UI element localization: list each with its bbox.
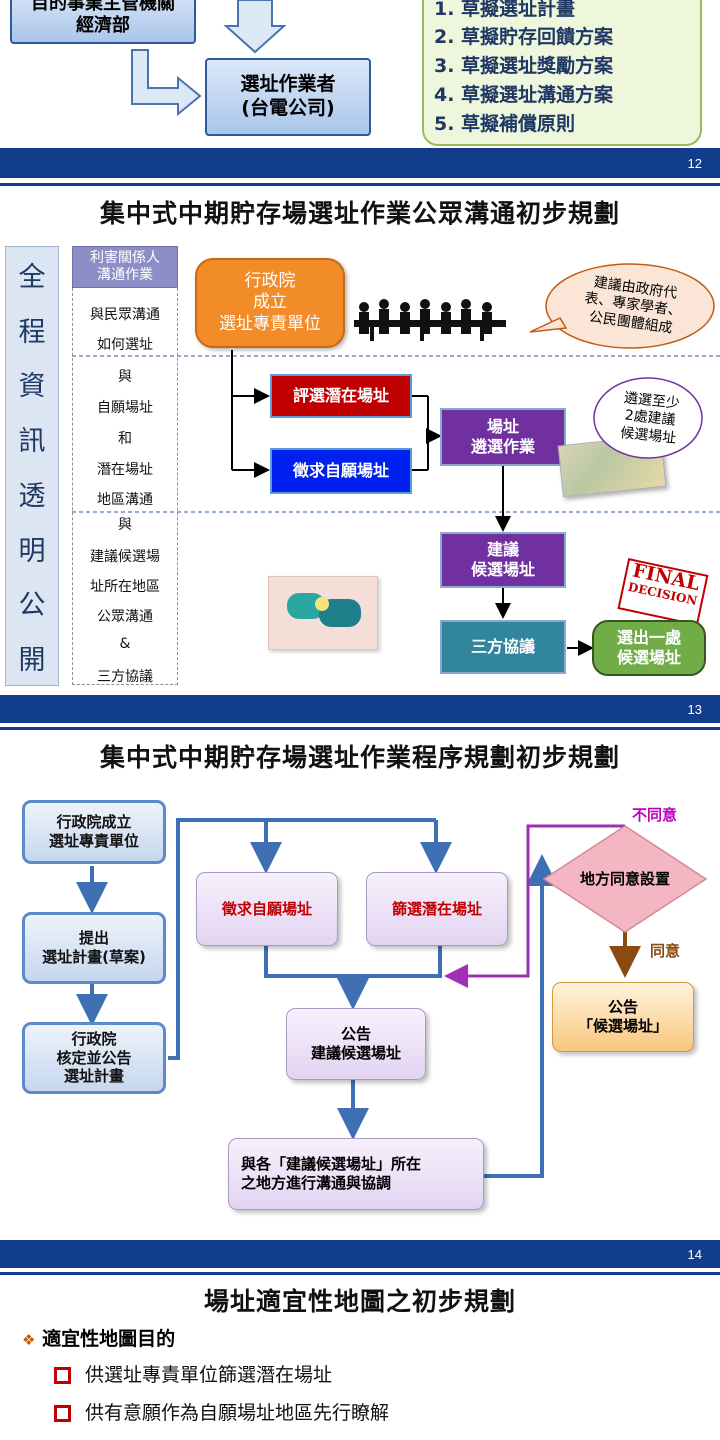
step-establish-unit: 行政院成立 選址專責單位 (22, 800, 166, 864)
column-row: 三方協議 (97, 669, 153, 685)
square-bullet-icon (54, 1367, 71, 1384)
slide-title: 集中式中期貯存場選址作業公眾溝通初步規劃 (99, 199, 620, 228)
banner-char: 透 (18, 480, 46, 512)
siting-operator-box: 選址作業者 (台電公司) (205, 58, 371, 136)
list-item: 供選址專責單位篩選潛在場址 (54, 1360, 332, 1387)
section-heading-text: 適宜性地圖目的 (42, 1328, 176, 1350)
column-row: 公眾溝通 (97, 609, 153, 625)
announce-recommended-sites: 公告 建議候選場址 (286, 1008, 426, 1080)
task-item: 5. 草擬補償原則 (434, 113, 576, 135)
announce-candidate-site: 公告 「候選場址」 (552, 982, 694, 1052)
evaluate-potential-sites-box: 評選潛在場址 (270, 374, 412, 418)
square-bullet-icon (54, 1405, 71, 1422)
page-number: 14 (687, 1247, 702, 1262)
recommended-site-box: 建議 候選場址 (440, 532, 566, 588)
banner-char: 開 (18, 645, 46, 677)
banner-char: 訊 (18, 426, 46, 458)
site-selection-box: 場址 遴選作業 (440, 408, 566, 466)
column-row: 與民眾溝通 (90, 307, 160, 323)
banner-char: 資 (18, 371, 46, 403)
diamond-bullet-icon: ❖ (22, 1331, 36, 1349)
page-number: 12 (687, 156, 702, 171)
solicit-voluntary-sites-box: 徵求自願場址 (270, 448, 412, 494)
disagree-label: 不同意 (632, 806, 678, 824)
vertical-banner: 全 程 資 訊 透 明 公 開 (5, 246, 59, 686)
banner-char: 公 (18, 590, 46, 622)
column-row: 與 (118, 517, 132, 533)
stakeholder-column (72, 288, 178, 685)
footer-bar: 12 (0, 148, 720, 178)
lightbulb-icon (315, 597, 329, 611)
column-row: & (119, 636, 131, 652)
screen-potential-sites: 篩選潛在場址 (366, 872, 508, 946)
consult-local-govt: 與各「建議候選場址」所在 之地方進行溝通與協調 (228, 1138, 484, 1210)
header-rule (0, 183, 720, 186)
slide-title: 場址適宜性地圖之初步規劃 (203, 1287, 516, 1316)
task-list: 1. 草擬選址計畫 2. 草擬貯存回饋方案 3. 草擬選址獎勵方案 4. 草擬選… (434, 0, 694, 138)
stakeholder-header: 利害關係人 溝通作業 (72, 246, 178, 288)
task-item: 3. 草擬選址獎勵方案 (434, 55, 614, 77)
exec-yuan-box: 行政院 成立 選址專責單位 (195, 258, 345, 348)
column-row: 和 (118, 431, 132, 447)
task-item: 4. 草擬選址溝通方案 (434, 84, 614, 106)
solicit-voluntary-sites: 徵求自願場址 (196, 872, 338, 946)
final-site-box: 選出一處 候選場址 (592, 620, 706, 676)
column-row: 潛在場址 (97, 462, 153, 478)
header-rule (0, 727, 720, 730)
slide14-connectors (76, 818, 708, 1178)
header-rule (0, 1272, 720, 1275)
selection-note-shape (593, 377, 703, 459)
speech-bubble-shape (529, 263, 715, 349)
ministry-box: 目的事業主管機關 經濟部 (10, 0, 196, 44)
banner-char: 明 (18, 535, 46, 567)
column-row: 建議候選場 (90, 549, 160, 565)
list-item-text: 供選址專責單位篩選潛在場址 (85, 1364, 333, 1386)
flow-arrows-top (131, 0, 287, 117)
slide-title: 集中式中期貯存場選址作業程序規劃初步規劃 (99, 743, 620, 772)
step-submit-plan: 提出 選址計畫(草案) (22, 912, 166, 984)
column-row: 地區溝通 (97, 492, 153, 508)
meeting-people-icon (354, 299, 506, 341)
step-approve-plan: 行政院 核定並公告 選址計畫 (22, 1022, 166, 1094)
page-number: 13 (687, 702, 702, 717)
footer-bar: 14 (0, 1240, 720, 1268)
task-item: 2. 草擬貯存回饋方案 (434, 26, 614, 48)
column-row: 址所在地區 (90, 579, 160, 595)
column-row: 自願場址 (97, 400, 153, 416)
slide13-connectors (72, 350, 720, 656)
section-heading: ❖ 適宜性地圖目的 (22, 1324, 175, 1351)
footer-bar: 13 (0, 695, 720, 723)
task-list-box (422, 0, 702, 146)
banner-char: 全 (18, 261, 46, 293)
column-row: 如何選址 (97, 337, 153, 353)
communication-illustration (268, 576, 378, 650)
column-row: 與 (118, 369, 132, 385)
agree-label: 同意 (650, 942, 681, 960)
banner-char: 程 (18, 316, 46, 348)
task-item: 1. 草擬選址計畫 (434, 0, 576, 20)
local-consent-decision: 地方同意設置 (579, 869, 670, 888)
tripartite-agreement-box: 三方協議 (440, 620, 566, 674)
list-item: 供有意願作為自願場址地區先行瞭解 (54, 1398, 389, 1425)
list-item-text: 供有意願作為自願場址地區先行瞭解 (85, 1402, 390, 1424)
